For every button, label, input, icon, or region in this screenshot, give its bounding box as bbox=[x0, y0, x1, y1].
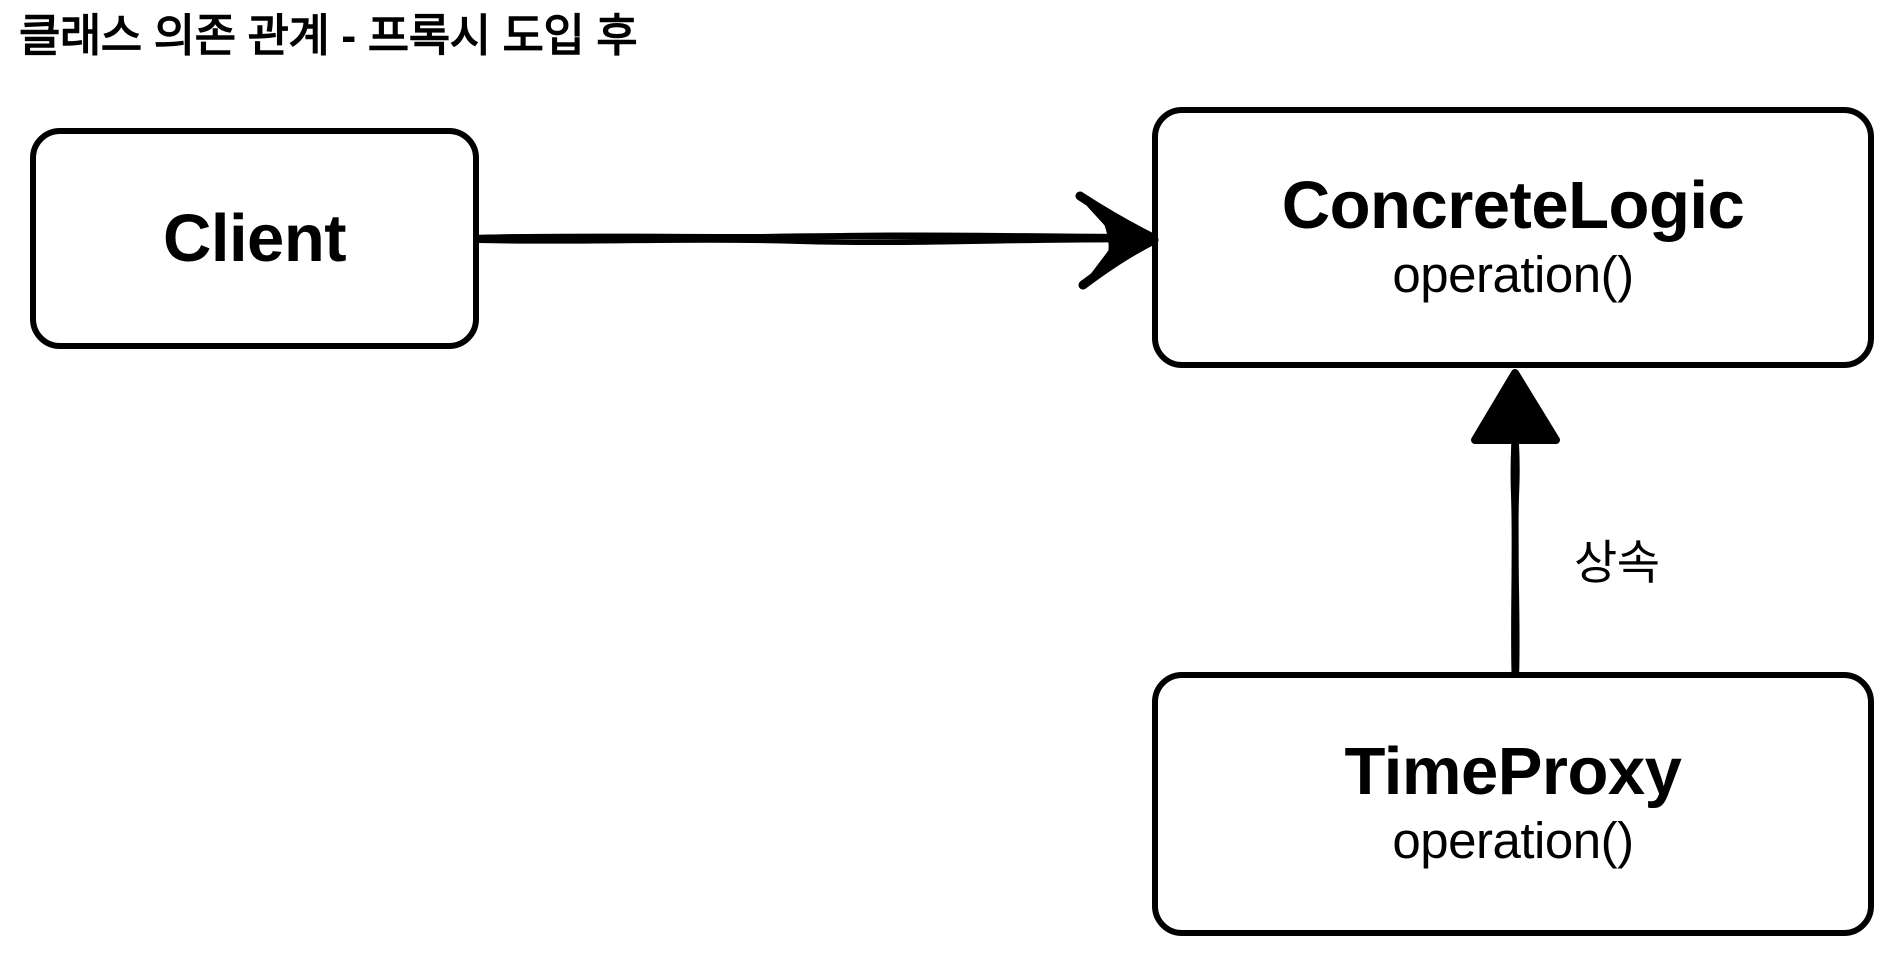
class-operation-time-proxy: operation() bbox=[1392, 812, 1634, 870]
class-box-client[interactable]: Client bbox=[30, 128, 479, 349]
edge-label-inheritance: 상속 bbox=[1574, 536, 1660, 589]
class-box-time-proxy[interactable]: TimeProxy operation() bbox=[1152, 672, 1874, 936]
page-title: 클래스 의존 관계 - 프록시 도입 후 bbox=[19, 10, 638, 61]
class-name-time-proxy: TimeProxy bbox=[1344, 734, 1682, 810]
class-name-concrete-logic: ConcreteLogic bbox=[1281, 167, 1745, 243]
inheritance-arrow-icon bbox=[1471, 369, 1560, 677]
class-operation-concrete-logic: operation() bbox=[1392, 245, 1634, 303]
dependency-arrow-icon bbox=[474, 191, 1159, 290]
class-box-concrete-logic[interactable]: ConcreteLogic operation() bbox=[1152, 107, 1874, 368]
class-name-client: Client bbox=[162, 200, 347, 276]
